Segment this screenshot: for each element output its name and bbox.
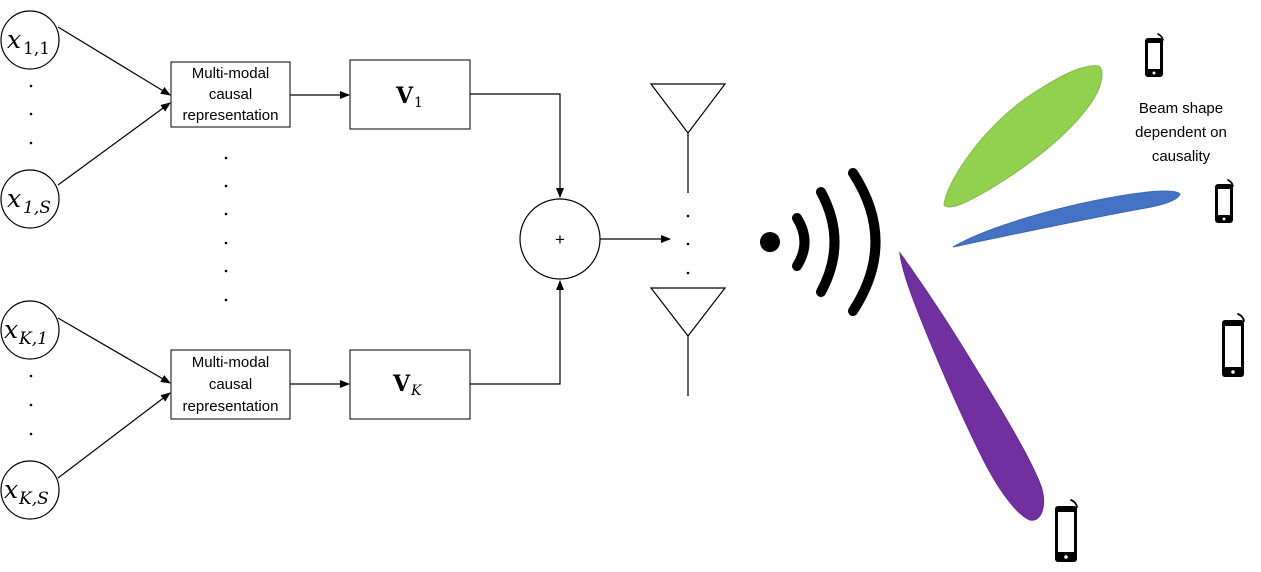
svg-text:1: 1 — [414, 95, 423, 111]
repr-block-bottom: Multi-modal causal representation — [170, 349, 291, 420]
input-arrows — [57, 26, 171, 479]
vK-block: V K — [349, 349, 471, 420]
input-node-x1S: x 1,S — [0, 169, 60, 229]
svg-text:V: V — [395, 83, 414, 109]
beam-green — [943, 65, 1103, 208]
wireless-signal-icon — [760, 168, 881, 316]
beam-annotation: Beam shape dependent on causality — [1135, 100, 1227, 165]
svg-text:causal: causal — [209, 86, 252, 103]
repr-block-top: Multi-modal causal representation — [170, 61, 291, 128]
svg-text:x: x — [7, 25, 21, 54]
svg-text:K,1: K,1 — [18, 329, 48, 349]
phone-icon — [1145, 33, 1164, 77]
beam-purple — [899, 251, 1044, 521]
input-node-xK1: x K,1 — [0, 300, 60, 360]
phone-icon — [1055, 499, 1078, 562]
phone-icon — [1215, 179, 1234, 223]
v-to-sum-arrows — [470, 93, 564, 385]
svg-text:representation: representation — [183, 107, 279, 124]
beam-blue — [952, 190, 1181, 248]
summation-node: + — [519, 198, 601, 280]
svg-text:V: V — [392, 371, 411, 397]
input-ellipsis-bottom — [29, 374, 33, 436]
repr-to-v-arrows — [290, 91, 350, 388]
svg-text:causality: causality — [1152, 148, 1211, 165]
svg-text:x: x — [4, 475, 18, 504]
antenna-icon — [649, 83, 727, 193]
svg-text:x: x — [4, 315, 18, 344]
svg-text:causal: causal — [209, 376, 252, 393]
svg-text:dependent on: dependent on — [1135, 124, 1227, 141]
svg-text:Multi-modal: Multi-modal — [192, 65, 270, 82]
svg-text:K,S: K,S — [18, 489, 49, 509]
input-node-xKS: x K,S — [0, 460, 60, 520]
svg-text:Multi-modal: Multi-modal — [192, 354, 270, 371]
phone-icon — [1222, 313, 1245, 377]
antenna-icon — [649, 287, 727, 396]
svg-text:representation: representation — [183, 398, 279, 415]
input-node-x11: x 1,1 — [0, 10, 60, 70]
input-ellipsis-top — [29, 84, 33, 145]
svg-text:1,1: 1,1 — [23, 39, 50, 59]
svg-text:+: + — [555, 230, 565, 249]
v1-block: V 1 — [349, 59, 471, 130]
svg-text:1,S: 1,S — [23, 198, 51, 218]
svg-text:x: x — [7, 184, 21, 213]
branch-ellipsis — [224, 156, 228, 302]
svg-text:K: K — [410, 383, 423, 399]
antenna-ellipsis — [686, 214, 690, 275]
svg-text:Beam shape: Beam shape — [1139, 100, 1223, 117]
